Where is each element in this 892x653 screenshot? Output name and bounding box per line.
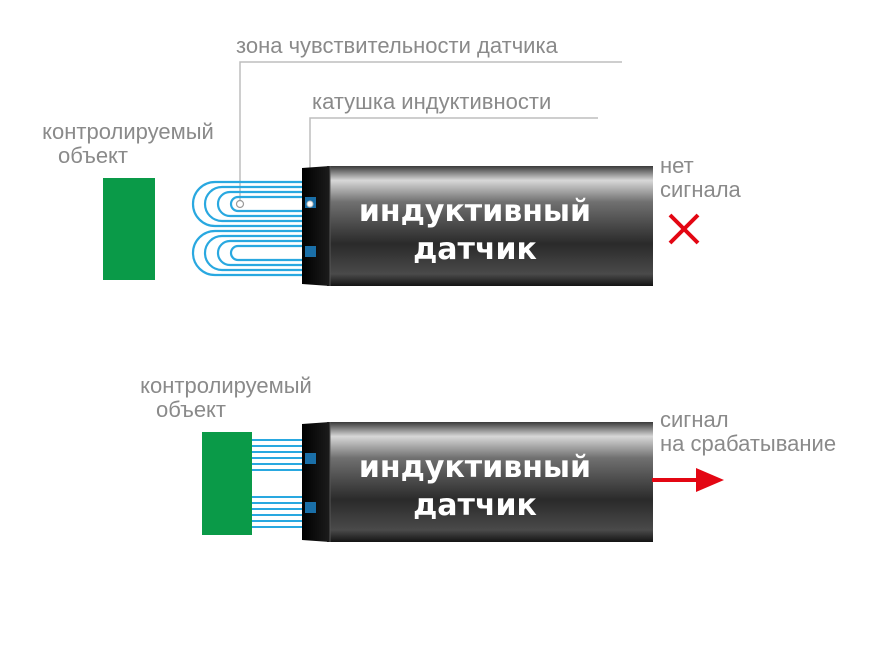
status-label-top: нет сигнала — [660, 154, 741, 202]
cross-icon — [668, 213, 700, 245]
object-label-bottom-line2: объект — [155, 397, 227, 422]
controlled-object-bottom — [202, 432, 252, 535]
coil-square-upper-bottom — [305, 453, 316, 464]
coil-square-lower-bottom — [305, 502, 316, 513]
sensor-label-line2-bottom: датчик — [413, 488, 537, 523]
status-label-top-line2: сигнала — [660, 177, 741, 202]
status-label-bottom-line1: сигнал — [660, 407, 729, 432]
field-lines-bottom — [252, 439, 303, 528]
sensor-label-line1-bottom: индуктивный — [359, 450, 591, 485]
object-label-top-line2: объект — [57, 143, 129, 168]
status-label-top-line1: нет — [660, 153, 694, 178]
inductive-sensor-bottom — [302, 422, 653, 542]
object-label-bottom: контролируемый объект — [128, 374, 324, 422]
status-label-bottom: сигнал на срабатывание — [660, 408, 836, 456]
arrow-right-icon — [652, 468, 724, 492]
coil-leader-dot — [306, 200, 314, 208]
inductive-sensor-top — [302, 166, 653, 286]
coil-square-lower — [305, 246, 316, 257]
status-label-bottom-line2: на срабатывание — [660, 431, 837, 456]
zone-label: зона чувствительности датчика — [236, 33, 558, 58]
zone-leader-line — [239, 61, 622, 204]
controlled-object-top — [103, 178, 155, 280]
sensor-label-line2-top: датчик — [413, 232, 537, 267]
coil-label: катушка индуктивности — [312, 89, 552, 114]
object-label-top: контролируемый объект — [30, 120, 226, 168]
object-label-bottom-line1: контролируемый — [140, 373, 312, 398]
sensitivity-zone-field — [191, 180, 303, 277]
sensor-label-line1-top: индуктивный — [359, 194, 591, 229]
object-label-top-line1: контролируемый — [42, 119, 214, 144]
zone-leader-dot — [235, 199, 245, 209]
